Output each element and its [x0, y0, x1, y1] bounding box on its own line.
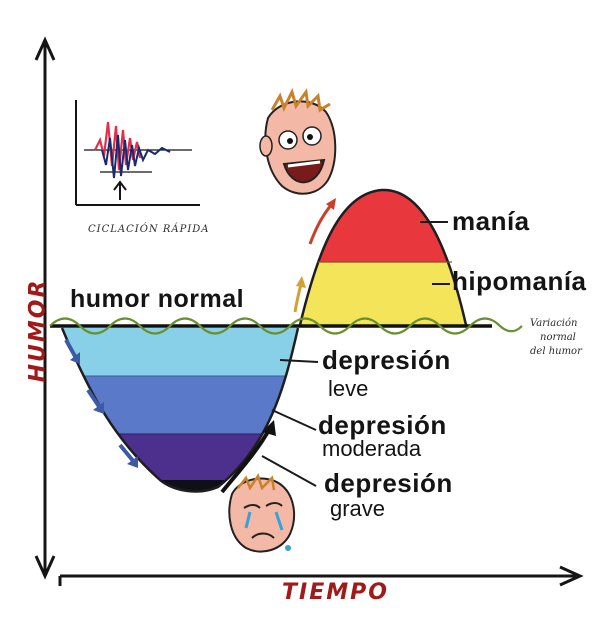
label-depresion-leve-1: depresión	[322, 345, 451, 376]
rapid-cycling-inset	[76, 100, 200, 205]
hypomania-arrow	[295, 284, 301, 312]
label-variacion-2: normal	[540, 332, 576, 343]
mania-bump	[290, 180, 480, 332]
manic-face-icon	[260, 92, 335, 194]
label-variacion-3: del humor	[530, 346, 582, 357]
sad-face-icon	[229, 476, 294, 552]
label-depresion-grave-1: depresión	[324, 468, 453, 499]
label-humor-normal: humor normal	[70, 285, 244, 314]
label-mania: manía	[452, 206, 530, 237]
label-variacion-1: Variación	[530, 318, 577, 329]
label-depresion-moderada-2: moderada	[322, 436, 421, 462]
y-axis-label: HUMOR	[25, 279, 50, 383]
rapid-cycling-caption: CICLACIÓN RÁPIDA	[88, 224, 210, 235]
label-depresion-grave-2: grave	[330, 496, 385, 522]
label-depresion-leve-2: leve	[328, 376, 368, 402]
x-axis-label: TIEMPO	[282, 580, 389, 605]
label-hipomania: hipomanía	[452, 266, 587, 297]
depression-trough	[55, 328, 305, 500]
